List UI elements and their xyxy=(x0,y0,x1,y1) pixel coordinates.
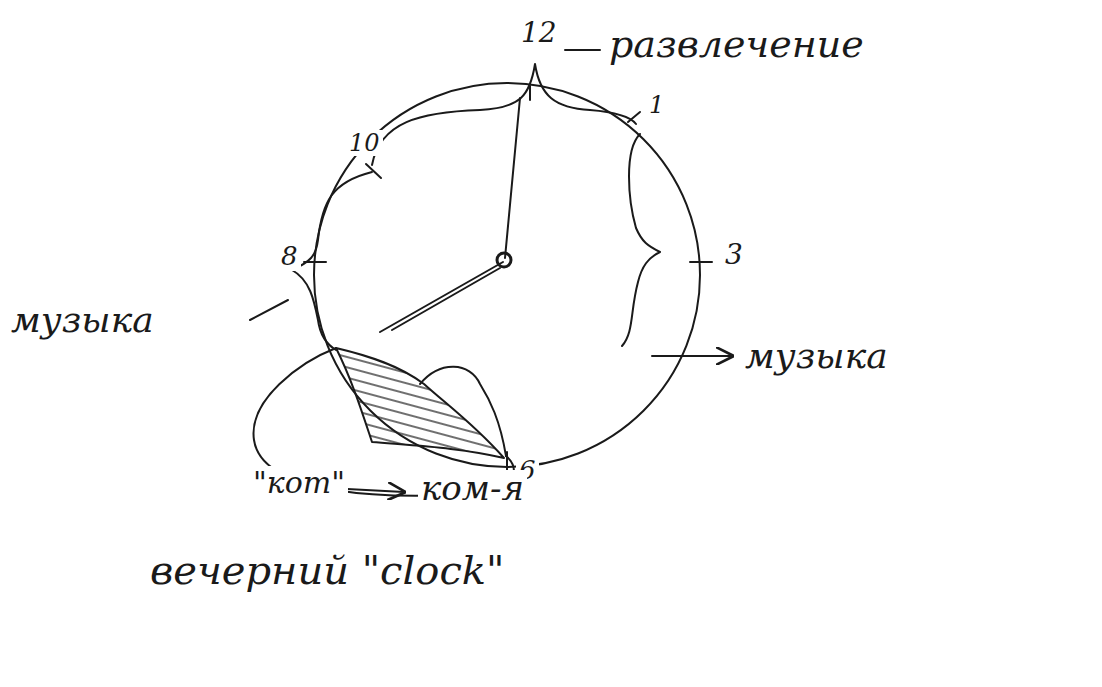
brace xyxy=(292,172,372,350)
tick xyxy=(690,261,712,263)
clock-number: 12 xyxy=(518,18,560,49)
clock-face xyxy=(314,83,700,467)
arrow xyxy=(652,355,732,357)
leader-line xyxy=(250,300,288,320)
note-label: ком-я xyxy=(418,470,527,507)
clock-number: 3 xyxy=(722,240,746,271)
dash xyxy=(565,49,600,51)
note-label: развлечение xyxy=(606,24,867,66)
note-label: "кот" xyxy=(250,466,348,499)
tick xyxy=(628,112,640,122)
hand-pivot xyxy=(497,253,511,267)
minute-hand xyxy=(505,98,520,258)
tick xyxy=(366,164,381,178)
tick xyxy=(529,86,531,100)
hour-hand xyxy=(380,262,503,332)
clock-number: 10 xyxy=(346,130,383,156)
brace xyxy=(372,64,636,165)
note-label: музыка xyxy=(742,336,891,376)
clock-number: 8 xyxy=(278,242,301,271)
cat-body xyxy=(336,348,504,458)
caption: вечерний "clock" xyxy=(150,548,504,592)
note-label: музыка xyxy=(8,300,157,340)
clock-number: 1 xyxy=(646,92,667,118)
brace xyxy=(622,134,660,346)
cat-head xyxy=(420,367,506,456)
hour-hand xyxy=(392,268,500,330)
